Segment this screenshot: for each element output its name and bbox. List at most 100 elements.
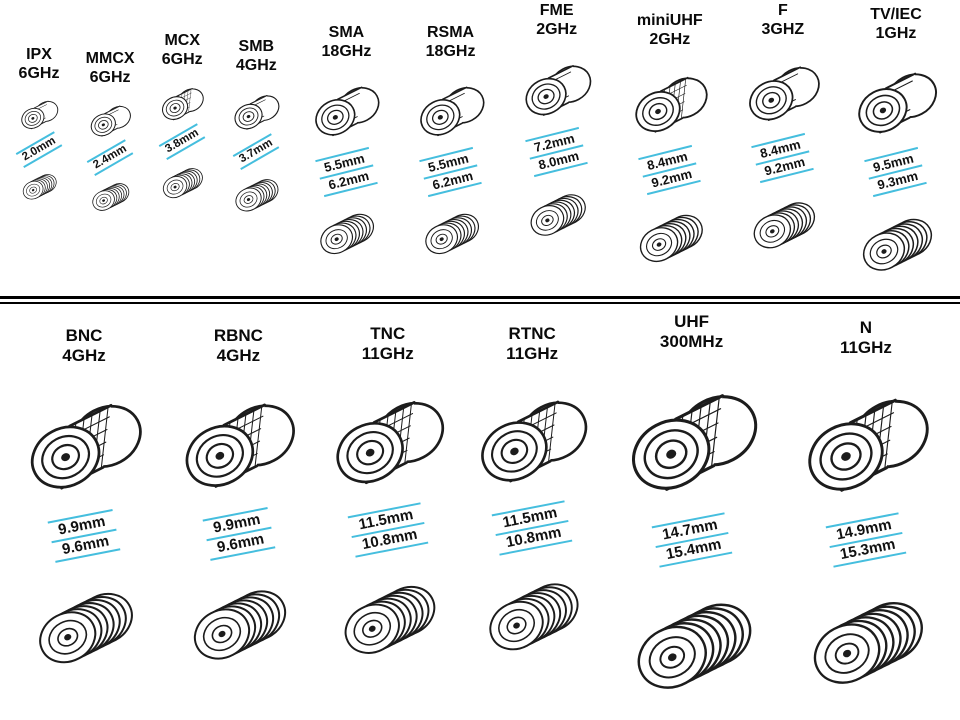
connector-label: F 3GHZ	[762, 2, 805, 40]
female-connector-drawing	[633, 208, 709, 269]
female-connector-drawing	[19, 170, 60, 203]
large-connectors-row: BNC 4GHz 9.9mm 9.6mm RBNC 4GHz 9.9mm 9.6…	[0, 304, 960, 712]
connector-cell-rtnc: RTNC 11GHz 11.5mm 10.8mm	[461, 310, 603, 670]
connector-name: IPX	[26, 46, 52, 63]
connector-frequency: 6GHz	[161, 50, 203, 68]
dimension-annotation: 8.4mm 9.2mm	[751, 132, 815, 183]
connector-cell-mmcx: MMCX 6GHz 2.4mm	[77, 0, 143, 219]
female-connector-drawing	[525, 188, 591, 242]
dimension-annotation: 5.5mm 6.2mm	[315, 146, 378, 197]
connector-name: UHF	[674, 312, 710, 331]
connector-label: MCX 6GHz	[162, 32, 203, 70]
female-connector-drawing	[856, 211, 939, 278]
connector-cell-miniuhf: miniUHF 2GHz 8.4mm 9.2mm	[614, 0, 726, 276]
male-connector-drawing	[17, 96, 62, 133]
section-divider	[0, 296, 960, 304]
female-connector-drawing	[803, 591, 934, 695]
male-connector-drawing	[742, 59, 827, 128]
dimension-annotation: 14.7mm 15.4mm	[651, 512, 732, 568]
connector-name: miniUHF	[636, 12, 703, 29]
connector-label: miniUHF 2GHz	[637, 12, 703, 50]
dimension-annotation: 5.5mm 6.2mm	[419, 146, 482, 197]
connector-cell-fme: FME 2GHz 7.2mm 8.0mm	[507, 0, 607, 248]
male-connector-drawing	[619, 382, 769, 503]
connector-frequency: 3GHZ	[761, 20, 805, 38]
connector-cell-n: N 11GHz 14.9mm 15.3mm	[780, 310, 952, 708]
connector-frequency: 18GHz	[425, 42, 476, 60]
connector-label: TNC 11GHz	[362, 324, 414, 364]
connector-name: SMB	[238, 38, 275, 55]
connector-label: RSMA 18GHz	[426, 24, 476, 62]
female-connector-drawing	[30, 583, 142, 673]
connector-name: RSMA	[426, 24, 475, 41]
connector-frequency: 11GHz	[839, 338, 892, 358]
dimension-annotation: 9.5mm 9.3mm	[864, 146, 928, 197]
connector-name: MMCX	[85, 50, 135, 67]
male-connector-drawing	[87, 101, 135, 141]
dimension-annotation: 7.2mm 8.0mm	[525, 126, 589, 177]
connector-name: N	[859, 318, 873, 337]
connector-frequency: 2GHz	[536, 20, 578, 38]
dimension-annotation: 9.9mm 9.6mm	[47, 509, 121, 563]
dimension-annotation: 14.9mm 15.3mm	[825, 512, 907, 568]
connector-cell-rbnc: RBNC 4GHz 9.9mm 9.6mm	[162, 310, 314, 680]
connector-cell-tnc: TNC 11GHz 11.5mm 10.8mm	[317, 310, 459, 674]
female-connector-drawing	[89, 179, 133, 215]
connector-name: SMA	[328, 24, 365, 41]
connector-cell-tviec: TV/IEC 1GHz 9.5mm 9.3mm	[840, 0, 952, 286]
connector-name: BNC	[65, 326, 103, 345]
female-connector-drawing	[315, 208, 380, 260]
male-connector-drawing	[309, 80, 387, 142]
connector-cell-ipx: IPX 6GHz 2.0mm	[8, 0, 70, 207]
connector-frequency: 1GHz	[875, 24, 917, 42]
connector-label: FME 2GHz	[536, 2, 577, 40]
male-connector-drawing	[796, 387, 941, 504]
connector-frequency: 6GHz	[18, 64, 60, 82]
connector-label: N 11GHz	[840, 318, 892, 358]
connector-cell-sma: SMA 18GHz 5.5mm 6.2mm	[298, 0, 394, 266]
connector-frequency: 11GHz	[506, 344, 559, 364]
male-connector-drawing	[471, 390, 598, 493]
dimension-annotation: 11.5mm 10.8mm	[347, 502, 429, 558]
connector-label: SMB 4GHz	[236, 38, 277, 76]
female-connector-drawing	[481, 574, 588, 660]
male-connector-drawing	[413, 80, 491, 142]
connector-name: MCX	[164, 32, 200, 49]
connector-cell-rsma: RSMA 18GHz 5.5mm 6.2mm	[402, 0, 500, 266]
dimension-annotation: 9.9mm 9.6mm	[202, 507, 275, 561]
female-connector-drawing	[419, 208, 484, 260]
connector-label: IPX 6GHz	[19, 46, 60, 84]
connector-label: RBNC 4GHz	[214, 326, 263, 366]
male-connector-drawing	[158, 83, 208, 125]
connector-cell-uhf: UHF 300MHz 14.7mm 15.4mm	[606, 310, 778, 714]
connector-label: RTNC 11GHz	[506, 324, 558, 364]
connector-cell-mcx: MCX 6GHz 3.8mm	[150, 0, 214, 207]
dimension-annotation: 8.4mm 9.2mm	[638, 144, 702, 195]
connector-frequency: 4GHz	[62, 346, 106, 366]
connector-cell-smb: SMB 4GHz 3.7mm	[221, 0, 291, 221]
male-connector-drawing	[20, 393, 153, 501]
connector-name: F	[777, 2, 788, 19]
male-connector-drawing	[850, 64, 945, 141]
connector-label: TV/IEC 1GHz	[870, 6, 922, 44]
connector-frequency: 4GHz	[216, 346, 261, 366]
connector-name: RTNC	[508, 324, 556, 343]
connector-label: MMCX 6GHz	[86, 50, 135, 88]
female-connector-drawing	[335, 576, 444, 664]
connector-name: RBNC	[213, 326, 263, 345]
connector-cell-f: F 3GHZ 8.4mm 9.2mm	[733, 0, 833, 262]
connector-name: TNC	[370, 324, 406, 343]
connector-frequency: 300MHz	[659, 332, 724, 352]
male-connector-drawing	[628, 69, 715, 140]
female-connector-drawing	[185, 581, 296, 669]
male-connector-drawing	[175, 393, 306, 499]
male-connector-drawing	[230, 90, 285, 134]
connector-label: BNC 4GHz	[62, 326, 105, 366]
connector-label: UHF 300MHz	[660, 312, 723, 352]
connector-frequency: 6GHz	[89, 68, 131, 86]
female-connector-drawing	[231, 174, 283, 216]
connector-cell-bnc: BNC 4GHz 9.9mm 9.6mm	[8, 310, 160, 684]
female-connector-drawing	[747, 195, 821, 255]
connector-frequency: 2GHz	[649, 30, 691, 48]
